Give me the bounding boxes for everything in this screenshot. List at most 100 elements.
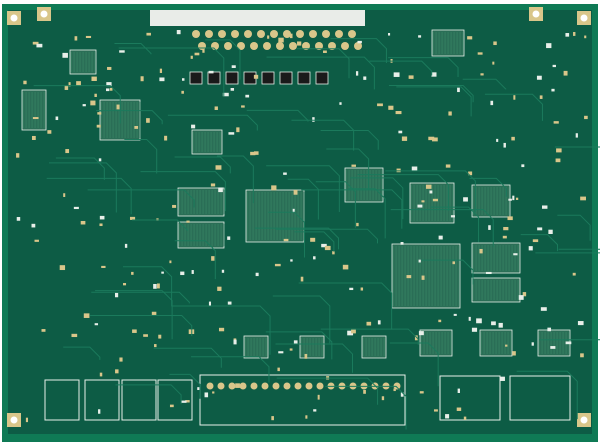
smd-pad (351, 164, 356, 167)
smd-pad (323, 50, 327, 53)
smd-pad (59, 265, 66, 271)
smd-pad (503, 142, 506, 148)
smd-pad (154, 344, 157, 348)
trace (275, 343, 354, 373)
connector-pin (302, 42, 310, 50)
smd-pad (134, 125, 139, 129)
smd-pad (250, 151, 256, 156)
chip-grid (261, 192, 263, 240)
connector-pin (309, 30, 317, 38)
smd-pad (321, 243, 327, 248)
chip-grid (259, 338, 261, 356)
chip-grid (481, 187, 483, 215)
smd-pad (153, 283, 157, 289)
chip-grid (472, 187, 474, 215)
trace (216, 155, 254, 204)
chip-grid (223, 224, 225, 246)
smd-pad (222, 92, 229, 97)
connector-pin (328, 42, 336, 50)
chip-grid (446, 246, 448, 306)
connector-pin (316, 382, 324, 390)
smd-pad (119, 50, 125, 53)
smd-pad (565, 33, 570, 37)
chip-grid (550, 332, 552, 354)
chip-grid (34, 92, 36, 128)
smd-pad (99, 215, 105, 220)
chip-grid (487, 187, 489, 215)
trace (124, 138, 158, 174)
trace (554, 146, 600, 148)
chip-grid (282, 192, 284, 240)
smd-pad (277, 367, 280, 372)
chip-grid (475, 187, 477, 215)
connector-pin (239, 382, 247, 390)
smd-pad (236, 127, 240, 133)
smd-pad (502, 235, 507, 239)
smd-pad (217, 286, 222, 291)
chip-grid (422, 185, 424, 221)
trace (558, 248, 600, 250)
chip-grid (434, 185, 436, 221)
smd-pad (432, 137, 438, 142)
smd-pad (146, 32, 151, 36)
smd-pad (233, 339, 237, 345)
chip-grid (487, 280, 489, 300)
smd-pad (477, 52, 483, 55)
chip-grid (562, 332, 564, 354)
chip-grid (432, 32, 434, 54)
chip-grid (219, 132, 221, 152)
chip-grid (315, 338, 317, 356)
chip-grid (484, 245, 486, 271)
chip-grid (514, 245, 516, 271)
chip-grid (198, 132, 200, 152)
connector-pin (228, 382, 236, 390)
smd-pad (555, 158, 561, 163)
chip-grid (425, 185, 427, 221)
smd-pad (310, 237, 316, 242)
smd-pad (457, 87, 460, 93)
smd-pad (124, 243, 128, 248)
chip-grid (446, 185, 448, 221)
smd-pad (169, 260, 172, 264)
chip-grid (195, 132, 197, 152)
smd-pad (491, 321, 496, 326)
smd-pad (210, 183, 216, 187)
connector-pin (272, 382, 280, 390)
smd-pad (456, 407, 462, 411)
trace (265, 331, 333, 360)
trace (114, 42, 152, 55)
smd-pad (235, 383, 240, 388)
chip-grid (82, 52, 84, 72)
chip-grid (207, 132, 209, 152)
smd-pad (218, 327, 225, 332)
chip-grid (462, 32, 464, 54)
chip-grid (416, 246, 418, 306)
trace (96, 110, 163, 125)
chip-grid (31, 92, 33, 128)
smd-pad (82, 104, 86, 107)
smd-pad (347, 330, 354, 336)
chip-grid (499, 280, 501, 300)
chip-grid (559, 332, 561, 354)
smd-pad (106, 88, 110, 92)
chips (21, 29, 571, 359)
smd-pad (418, 259, 421, 263)
chip-grid (252, 192, 254, 240)
chip-grid (511, 280, 513, 300)
smd-pad (414, 335, 418, 341)
smd-pad (417, 204, 423, 208)
chip-grid (404, 246, 406, 306)
smd-pad (433, 409, 438, 412)
chip-grid (438, 332, 440, 354)
smd-pad (32, 41, 39, 45)
chip-grid (192, 132, 194, 152)
chip-grid (246, 192, 248, 240)
chip-grid (127, 102, 129, 138)
smd-pad (181, 400, 187, 403)
trace (390, 209, 494, 247)
smd-pad (528, 246, 533, 251)
chip-grid (458, 246, 460, 306)
chip-grid (306, 338, 308, 356)
chip (243, 335, 269, 359)
chip-grid (449, 185, 451, 221)
